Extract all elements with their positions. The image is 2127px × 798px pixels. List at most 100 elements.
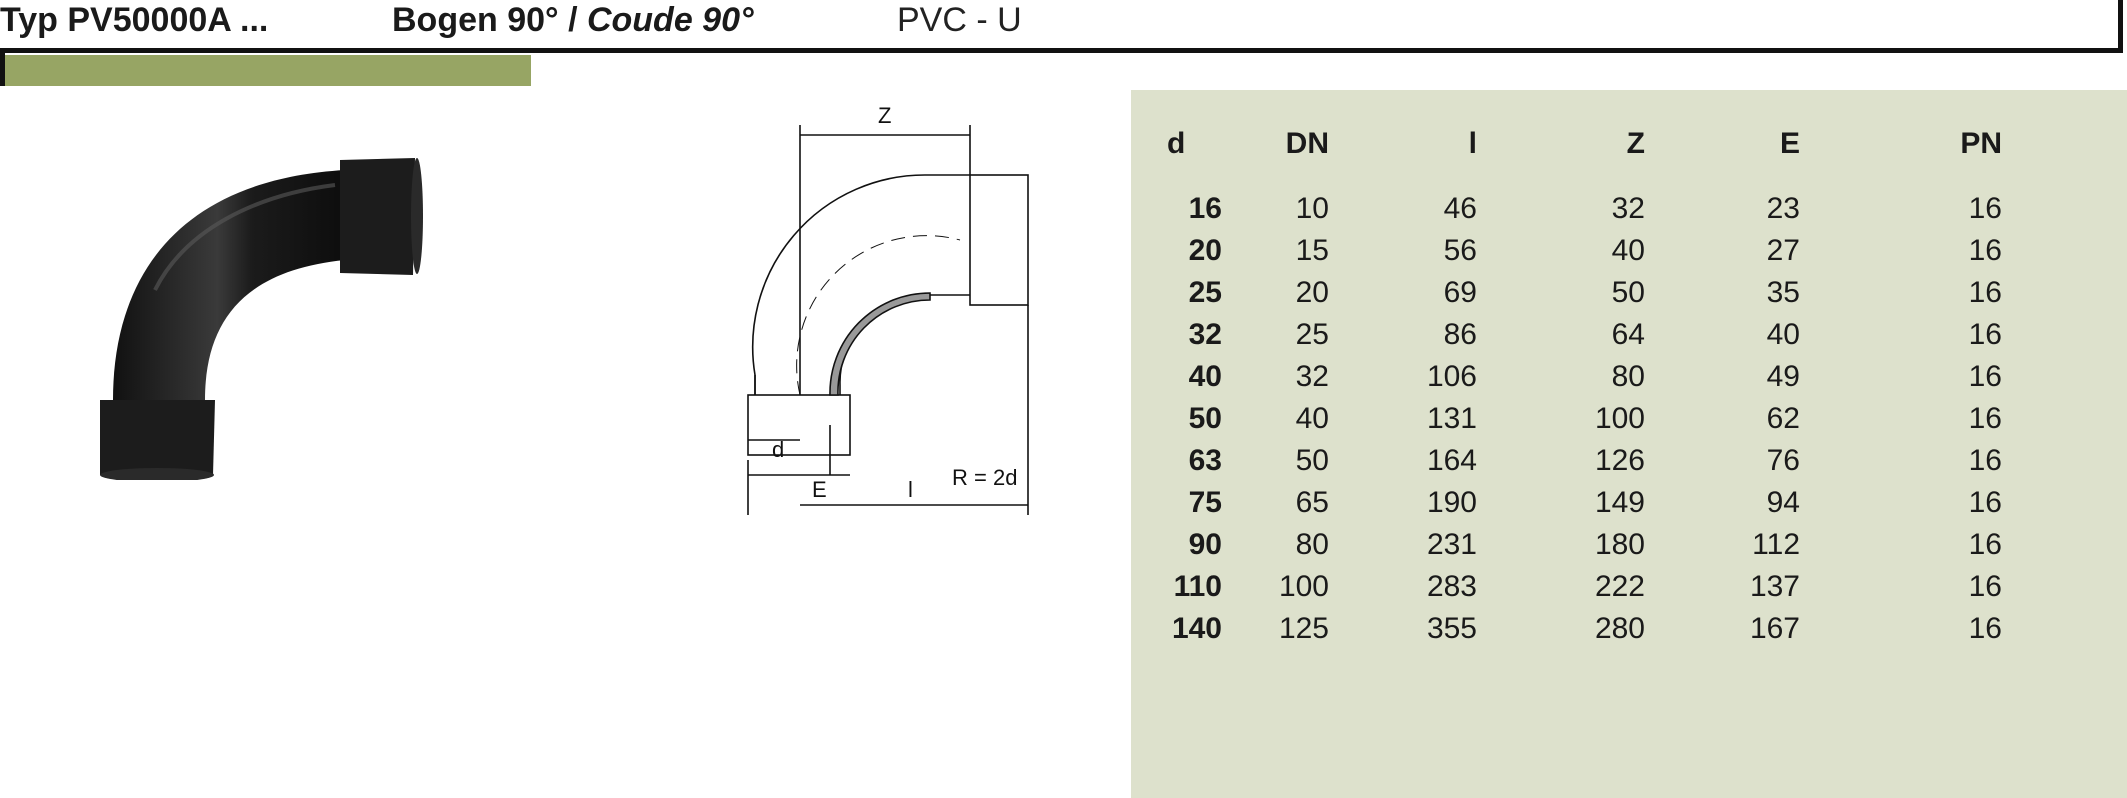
col-header-d: d (1167, 127, 1186, 160)
cell-e: 40 (1766, 318, 1800, 351)
table-row: 63 50 164 126 76 16 (1131, 440, 2002, 482)
cell-d: 63 (1188, 444, 1222, 477)
cell-pn: 16 (1968, 234, 2002, 267)
cell-l: 86 (1443, 318, 1477, 351)
cell-z: 126 (1594, 444, 1645, 477)
cell-l: 164 (1426, 444, 1477, 477)
cell-dn: 50 (1295, 444, 1329, 477)
cell-pn: 16 (1968, 528, 2002, 561)
col-header-dn: DN (1285, 127, 1329, 160)
table-spacer (1131, 172, 2002, 188)
table-row: 140 125 355 280 167 16 (1131, 608, 2002, 650)
cell-pn: 16 (1968, 444, 2002, 477)
cell-e: 167 (1749, 612, 1800, 645)
product-type-title: Typ PV50000A ... (0, 1, 269, 39)
elbow-technical-drawing: Z d E l R = 2d (747, 103, 1029, 515)
cell-l: 46 (1443, 192, 1477, 225)
cell-dn: 125 (1278, 612, 1329, 645)
dimension-d-label: d (772, 437, 784, 462)
header-rule (0, 48, 2122, 53)
cell-e: 76 (1766, 444, 1800, 477)
cell-z: 80 (1611, 360, 1645, 393)
cell-d: 25 (1188, 276, 1222, 309)
product-name-german: Bogen 90° / (392, 1, 587, 39)
cell-z: 280 (1594, 612, 1645, 645)
cell-dn: 100 (1278, 570, 1329, 603)
product-name-title: Bogen 90° / Coude 90° (392, 0, 754, 40)
cell-l: 283 (1426, 570, 1477, 603)
cell-dn: 15 (1295, 234, 1329, 267)
cell-pn: 16 (1968, 276, 2002, 309)
header-rule-left-tick (0, 48, 5, 86)
radius-label: R = 2d (952, 465, 1017, 490)
cell-z: 32 (1611, 192, 1645, 225)
cell-l: 131 (1426, 402, 1477, 435)
col-header-l: l (1468, 127, 1477, 160)
cell-dn: 65 (1295, 486, 1329, 519)
cell-l: 355 (1426, 612, 1477, 645)
col-header-e: E (1779, 127, 1800, 160)
cell-l: 190 (1426, 486, 1477, 519)
cell-d: 140 (1171, 612, 1222, 645)
cell-z: 149 (1594, 486, 1645, 519)
cell-e: 27 (1766, 234, 1800, 267)
cell-dn: 25 (1295, 318, 1329, 351)
cell-d: 90 (1188, 528, 1222, 561)
cell-d: 40 (1188, 360, 1222, 393)
cell-z: 100 (1594, 402, 1645, 435)
material-label: PVC - U (897, 1, 1022, 39)
cell-l: 56 (1443, 234, 1477, 267)
table-row: 20 15 56 40 27 16 (1131, 230, 2002, 272)
dimension-z-label: Z (878, 103, 891, 128)
cell-e: 94 (1766, 486, 1800, 519)
cell-z: 50 (1611, 276, 1645, 309)
table-row: 110 100 283 222 137 16 (1131, 566, 2002, 608)
cell-e: 35 (1766, 276, 1800, 309)
table-row: 25 20 69 50 35 16 (1131, 272, 2002, 314)
cell-d: 50 (1188, 402, 1222, 435)
cell-pn: 16 (1968, 402, 2002, 435)
cell-l: 69 (1443, 276, 1477, 309)
cell-l: 106 (1426, 360, 1477, 393)
cell-pn: 16 (1968, 486, 2002, 519)
cell-dn: 80 (1295, 528, 1329, 561)
table-row: 75 65 190 149 94 16 (1131, 482, 2002, 524)
col-header-pn: PN (1960, 127, 2002, 160)
cell-pn: 16 (1968, 318, 2002, 351)
dimension-e-label: E (812, 477, 827, 502)
header-rule-right-tick (2118, 0, 2123, 53)
cell-d: 110 (1173, 570, 1222, 603)
cell-d: 32 (1188, 318, 1222, 351)
cell-dn: 10 (1295, 192, 1329, 225)
cell-l: 231 (1426, 528, 1477, 561)
cell-e: 137 (1749, 570, 1800, 603)
cell-dn: 20 (1295, 276, 1329, 309)
cell-e: 62 (1766, 402, 1800, 435)
cell-pn: 16 (1968, 570, 2002, 603)
cell-z: 40 (1611, 234, 1645, 267)
cell-pn: 16 (1968, 612, 2002, 645)
cell-dn: 32 (1295, 360, 1329, 393)
dimension-l-label: l (908, 477, 913, 502)
table-row: 90 80 231 180 112 16 (1131, 524, 2002, 566)
cell-z: 180 (1594, 528, 1645, 561)
col-header-z: Z (1626, 127, 1645, 160)
cell-pn: 16 (1968, 360, 2002, 393)
product-name-french: Coude 90° (586, 1, 754, 39)
cell-e: 23 (1766, 192, 1800, 225)
table-row: 32 25 86 64 40 16 (1131, 314, 2002, 356)
cell-z: 222 (1594, 570, 1645, 603)
elbow-product-photo (100, 158, 423, 480)
table-header-row: d DN l Z E PN (1131, 116, 2002, 172)
cell-pn: 16 (1968, 192, 2002, 225)
cell-d: 20 (1188, 234, 1222, 267)
cell-e: 112 (1752, 528, 1800, 561)
cell-d: 75 (1188, 486, 1222, 519)
cell-z: 64 (1611, 318, 1645, 351)
accent-bar (5, 55, 531, 86)
